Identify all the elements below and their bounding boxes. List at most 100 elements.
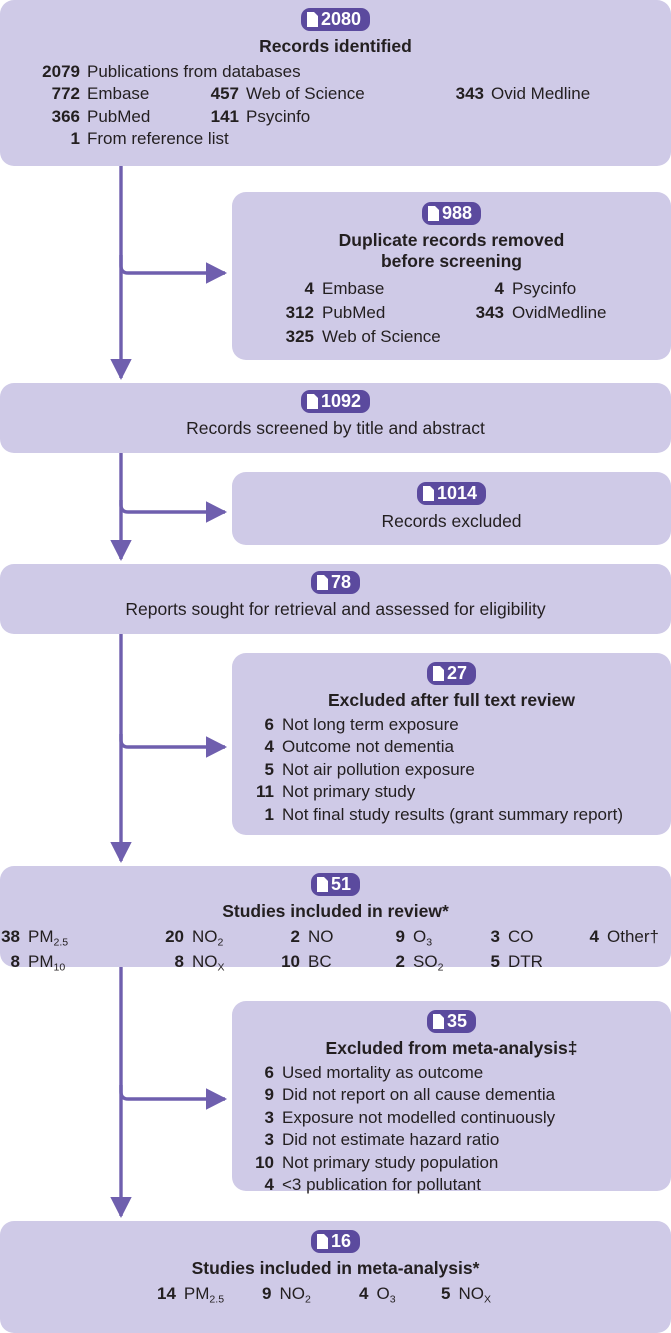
row-label: PM2.5 — [28, 926, 69, 948]
row-count: 9 — [395, 926, 405, 946]
row-count: 343 — [475, 302, 504, 322]
count-badge: 1014 — [416, 482, 487, 505]
row-count: 1 — [264, 804, 274, 824]
arrow-branch-excluded-meta — [119, 1085, 228, 1110]
box-title: Studies included in meta-analysis* — [191, 1257, 480, 1278]
box-studies-included-review: 51 Studies included in review* 38 PM2.5 … — [0, 866, 671, 972]
box-title: Studies included in review* — [222, 900, 449, 921]
badge-row: 35 — [232, 1001, 671, 1034]
total-publications-row: 2079 Publications from databases — [0, 61, 671, 84]
row-label: <3 publication for pollutant — [282, 1175, 481, 1194]
box-excluded-after-full-text: 27 Excluded after full text review 6 Not… — [232, 653, 671, 835]
list-item: 5 Not air pollution exposure — [232, 759, 671, 782]
pollutant-grid: 14 PM2.5 9 NO2 4 O3 5 NOX — [0, 1281, 671, 1309]
row-count: 20 — [165, 926, 184, 946]
badge-count: 51 — [330, 874, 352, 894]
count-badge: 988 — [421, 202, 482, 225]
badge-count: 1092 — [320, 391, 362, 411]
row-count: 10 — [281, 951, 300, 971]
badge-row: 16 — [0, 1221, 671, 1254]
badge-row: 78 — [0, 564, 671, 595]
row-count: 343 — [455, 84, 484, 103]
row-label: NOX — [458, 1283, 491, 1305]
row-label: Exposure not modelled continuously — [282, 1107, 556, 1127]
badge-row: 988 — [232, 192, 671, 226]
row-count: 4 — [589, 926, 599, 946]
arrow-branch-excluded-fulltext — [119, 734, 228, 758]
row-label: BC — [308, 951, 332, 971]
row-count: 3 — [264, 1107, 274, 1127]
row-count: 366 — [51, 106, 80, 126]
badge-row: 1014 — [232, 472, 671, 506]
row-label: Web of Science — [322, 326, 441, 346]
count-badge: 1092 — [300, 390, 371, 413]
list-item: 4 <3 publication for pollutant — [232, 1174, 671, 1197]
row-label: PM10 — [28, 951, 66, 973]
row-label: Publications from databases — [87, 61, 301, 81]
list-item: 4 Outcome not dementia — [232, 736, 671, 759]
badge-row: 51 — [0, 866, 671, 897]
row-count: 38 — [1, 926, 20, 946]
count-badge: 16 — [310, 1230, 361, 1253]
list-item: 10 Not primary study population — [232, 1152, 671, 1175]
row-label: Web of Science — [246, 84, 365, 103]
exclusion-reason-list: 6 Used mortality as outcome 9 Did not re… — [232, 1062, 671, 1197]
box-excluded-from-meta-analysis: 35 Excluded from meta-analysis‡ 6 Used m… — [232, 1001, 671, 1194]
row-count: 9 — [262, 1283, 272, 1303]
document-icon — [427, 205, 439, 221]
row-count: 4 — [359, 1283, 369, 1303]
box-title: Records identified — [259, 35, 412, 56]
row-count: 5 — [490, 951, 500, 971]
badge-count: 1014 — [436, 483, 478, 503]
row-count: 772 — [51, 84, 80, 103]
row-label: PM2.5 — [183, 1283, 225, 1305]
row-label: Did not report on all cause dementia — [282, 1085, 556, 1104]
box-text: Records screened by title and abstract — [186, 417, 485, 438]
document-icon — [316, 876, 328, 892]
row-count: 6 — [264, 714, 274, 734]
box-title-line2: before screening — [380, 250, 523, 271]
badge-count: 35 — [446, 1011, 468, 1031]
source-row: 772 Embase 457 Web of Science 343 Ovid M… — [0, 83, 671, 106]
row-count: 8 — [174, 951, 184, 971]
row-label: O3 — [413, 926, 433, 948]
count-badge: 2080 — [300, 8, 371, 31]
row-label: Not long term exposure — [282, 714, 459, 734]
document-icon — [306, 11, 318, 27]
row-label: PubMed — [322, 302, 386, 322]
row-label: Psycinfo — [246, 106, 311, 126]
document-icon — [422, 485, 434, 501]
count-badge: 78 — [310, 571, 361, 594]
box-reports-sought: 78 Reports sought for retrieval and asse… — [0, 564, 671, 634]
badge-row: 27 — [232, 653, 671, 686]
list-item: 3 Did not estimate hazard ratio — [232, 1129, 671, 1152]
count-badge: 35 — [426, 1010, 477, 1033]
row-label: SO2 — [413, 951, 444, 973]
document-icon — [316, 574, 328, 590]
box-records-identified: 2080 Records identified 2079 Publication… — [0, 0, 671, 166]
box-text: Reports sought for retrieval and assesse… — [125, 598, 546, 619]
row-label: OvidMedline — [512, 302, 607, 322]
box-records-screened: 1092 Records screened by title and abstr… — [0, 383, 671, 453]
list-item: 3 Exposure not modelled continuously — [232, 1107, 671, 1130]
count-badge: 27 — [426, 662, 477, 685]
row-label: Not primary study population — [282, 1152, 499, 1172]
document-icon — [306, 393, 318, 409]
row-label: From reference list — [87, 129, 229, 148]
row-count: 4 — [494, 278, 504, 298]
document-icon — [432, 665, 444, 681]
row-label: Not air pollution exposure — [282, 759, 475, 779]
badge-count: 78 — [330, 572, 352, 592]
row-count: 325 — [285, 326, 314, 346]
list-item: 1 Not final study results (grant summary… — [232, 804, 671, 827]
exclusion-reason-list: 6 Not long term exposure 4 Outcome not d… — [232, 714, 671, 827]
box-title-line1: Duplicate records removed — [338, 229, 565, 250]
row-label: Used mortality as outcome — [282, 1062, 484, 1082]
box-title: Excluded after full text review — [327, 689, 576, 710]
pollutant-grid: 38 PM2.5 20 NO2 2 NO 9 O3 3 CO 4 Other† — [0, 924, 671, 976]
row-count: 14 — [157, 1283, 176, 1303]
row-count: 6 — [264, 1062, 274, 1082]
row-label: CO — [508, 926, 534, 946]
row-count: 9 — [264, 1085, 274, 1104]
row-label: Embase — [322, 278, 385, 298]
